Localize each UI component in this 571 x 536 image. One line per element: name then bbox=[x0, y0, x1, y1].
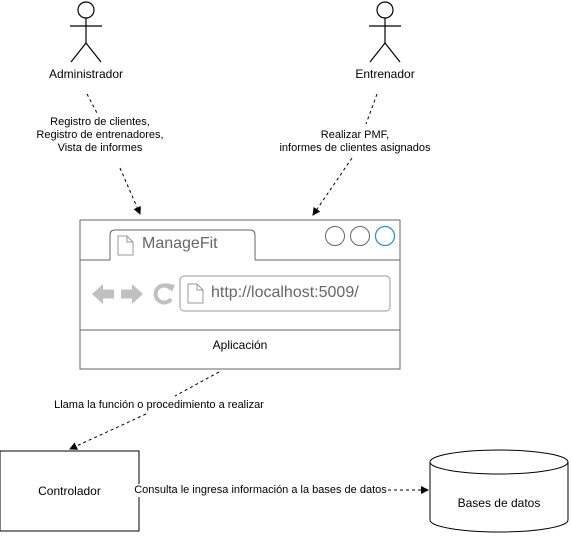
address-bar[interactable] bbox=[179, 275, 391, 312]
edge-label-trainer-line-1: Realizar PMF, bbox=[320, 129, 390, 141]
actor-administrador-figure bbox=[70, 1, 102, 63]
reload-icon[interactable] bbox=[153, 283, 175, 305]
browser-caption: Aplicación bbox=[212, 338, 268, 352]
edge-label-app-to-controller: Llama la función o procedimiento a reali… bbox=[44, 399, 274, 412]
edge-label-trainer: Realizar PMF, informes de clientes asign… bbox=[260, 129, 450, 155]
actor-administrador-label: Administrador bbox=[48, 67, 124, 81]
tab-page-icon bbox=[117, 235, 134, 256]
back-arrow-icon[interactable] bbox=[92, 284, 114, 304]
controller-label: Controlador bbox=[38, 484, 101, 498]
edge-label-admin-line-1: Registro de clientes, bbox=[50, 116, 150, 128]
edge-label-admin: Registro de clientes, Registro de entren… bbox=[20, 116, 180, 155]
forward-arrow-icon[interactable] bbox=[121, 284, 143, 304]
edge-label-admin-line-3: Vista de informes bbox=[57, 142, 143, 154]
window-control-circle-1[interactable] bbox=[325, 226, 345, 246]
actor-entrenador-label: Entrenador bbox=[355, 67, 415, 81]
actor-entrenador-figure bbox=[369, 1, 401, 63]
edge-label-admin-line-2: Registro de entrenadores, bbox=[36, 129, 164, 141]
controller-box bbox=[0, 450, 140, 532]
edge-label-trainer-line-2: informes de clientes asignados bbox=[279, 142, 431, 154]
url-page-icon bbox=[187, 283, 204, 304]
window-control-circle-3[interactable] bbox=[374, 225, 396, 247]
browser-tab-title: ManageFit bbox=[142, 235, 218, 252]
edge-app-to-controller bbox=[69, 371, 220, 450]
edge-trainer-to-app bbox=[312, 93, 378, 216]
url-text[interactable]: http://localhost:5009/ bbox=[211, 284, 359, 301]
window-control-circle-2[interactable] bbox=[350, 226, 370, 246]
database-label: Bases de datos bbox=[457, 496, 541, 510]
browser-tab[interactable] bbox=[109, 229, 256, 260]
edge-admin-to-app bbox=[86, 93, 141, 215]
database-cylinder bbox=[429, 449, 569, 533]
edge-label-controller-to-db: Consulta le ingresa información a la bas… bbox=[133, 484, 388, 497]
